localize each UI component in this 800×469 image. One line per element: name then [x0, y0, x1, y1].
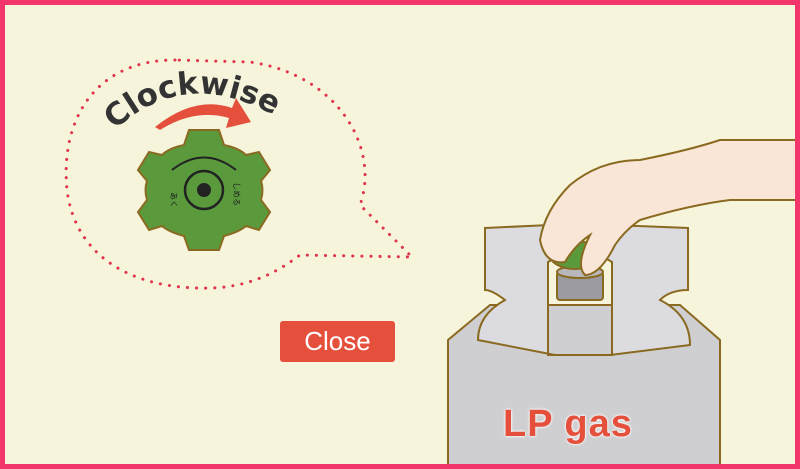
callout-bubble — [64, 58, 416, 290]
valve-handle-icon: あく しめる — [136, 129, 272, 251]
close-button[interactable]: Close — [280, 321, 395, 362]
clockwise-arrow-icon — [155, 98, 251, 130]
svg-text:あく: あく — [169, 192, 178, 208]
svg-text:しめる: しめる — [232, 182, 241, 206]
cylinder-label: LP gas — [503, 403, 633, 445]
valve-illustration: Clockwise あく しめる — [64, 58, 795, 464]
hand-illustration — [538, 139, 795, 277]
clockwise-label: Clockwise — [97, 65, 286, 136]
